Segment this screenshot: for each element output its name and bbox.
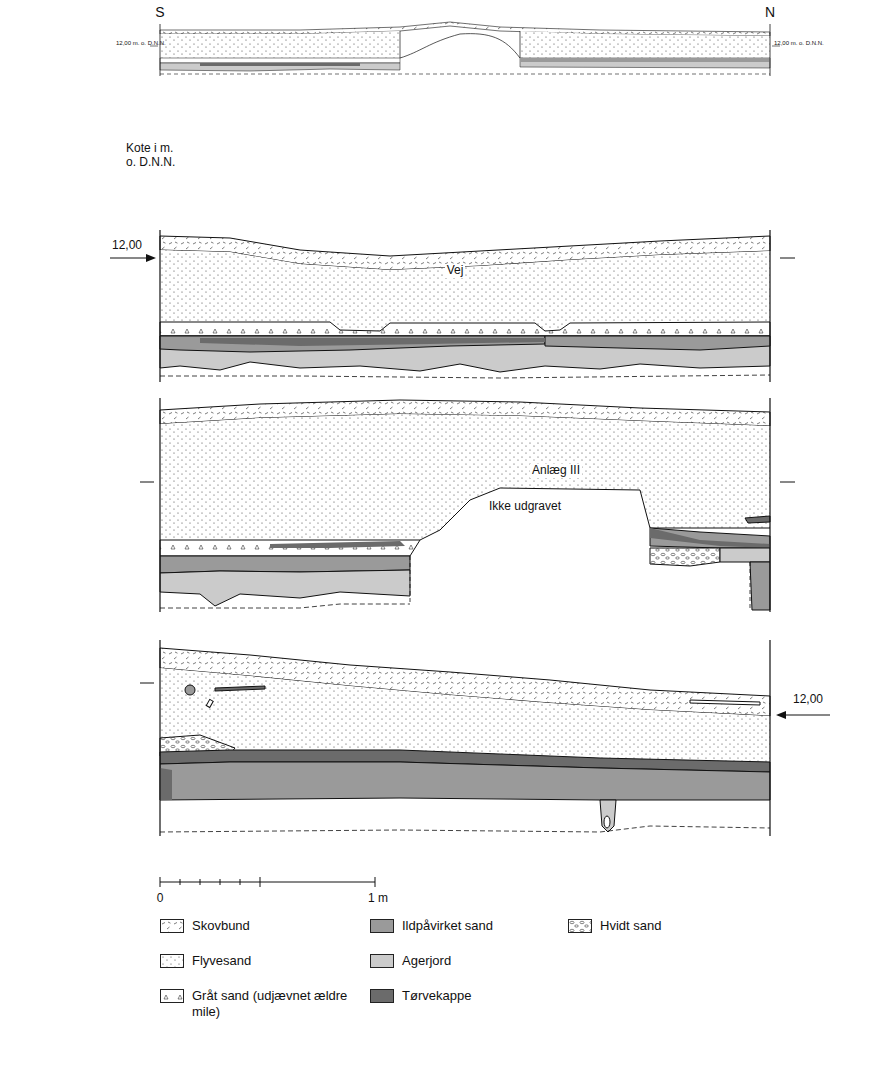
legend-item: Skovbund: [160, 918, 250, 934]
scale-value: 0: [157, 892, 164, 906]
elevation-value: 12,00: [793, 693, 823, 707]
direction-letter: S: [155, 4, 164, 20]
direction-letter: N: [765, 4, 775, 20]
legend-item: Gråt sand (udjævnet ældre mile): [160, 988, 352, 1021]
elevation-note: 12,00 m. o. D.N.N.: [116, 40, 166, 47]
legend-text: Tørvekappe: [402, 988, 471, 1004]
legend-text: Hvidt sand: [600, 918, 661, 934]
legend-item: Flyvesand: [160, 953, 251, 969]
legend-item: Tørvekappe: [370, 988, 471, 1004]
axis-title: Kote i m. o. D.N.N.: [126, 142, 184, 170]
legend-text: Skovbund: [192, 918, 250, 934]
area-note: Ikke udgravet: [489, 500, 561, 514]
legend-swatch: [160, 919, 184, 933]
legend-text: Agerjord: [402, 953, 451, 969]
legend-text: Ildpåvirket sand: [402, 918, 493, 934]
overview-section: [150, 22, 780, 76]
legend-swatch: [568, 919, 592, 933]
legend-pattern: [569, 920, 591, 932]
elevation-note: 12,00 m. o. D.N.N.: [774, 40, 824, 47]
section-panel-2: [140, 398, 795, 612]
legend-pattern: [161, 955, 183, 967]
legend-pattern: [161, 990, 183, 1002]
legend-swatch: [160, 954, 184, 968]
legend-item: Hvidt sand: [568, 918, 661, 934]
legend-item: Ildpåvirket sand: [370, 918, 493, 934]
legend-text: Gråt sand (udjævnet ældre mile): [192, 988, 352, 1021]
scale-value: 1 m: [368, 892, 388, 906]
feature-name: Anlæg III: [530, 464, 582, 478]
section-panel-3: [140, 640, 830, 836]
legend-swatch: [370, 989, 394, 1003]
legend-swatch: [370, 954, 394, 968]
legend-item: Agerjord: [370, 953, 451, 969]
section-panel-1: [110, 230, 795, 382]
legend-pattern: [161, 920, 183, 932]
scale-bar: [160, 877, 375, 887]
layer-name: Vej: [445, 264, 466, 278]
legend-swatch: [160, 989, 184, 1003]
legend-swatch: [370, 919, 394, 933]
elevation-value: 12,00: [112, 239, 142, 253]
legend-text: Flyvesand: [192, 953, 251, 969]
